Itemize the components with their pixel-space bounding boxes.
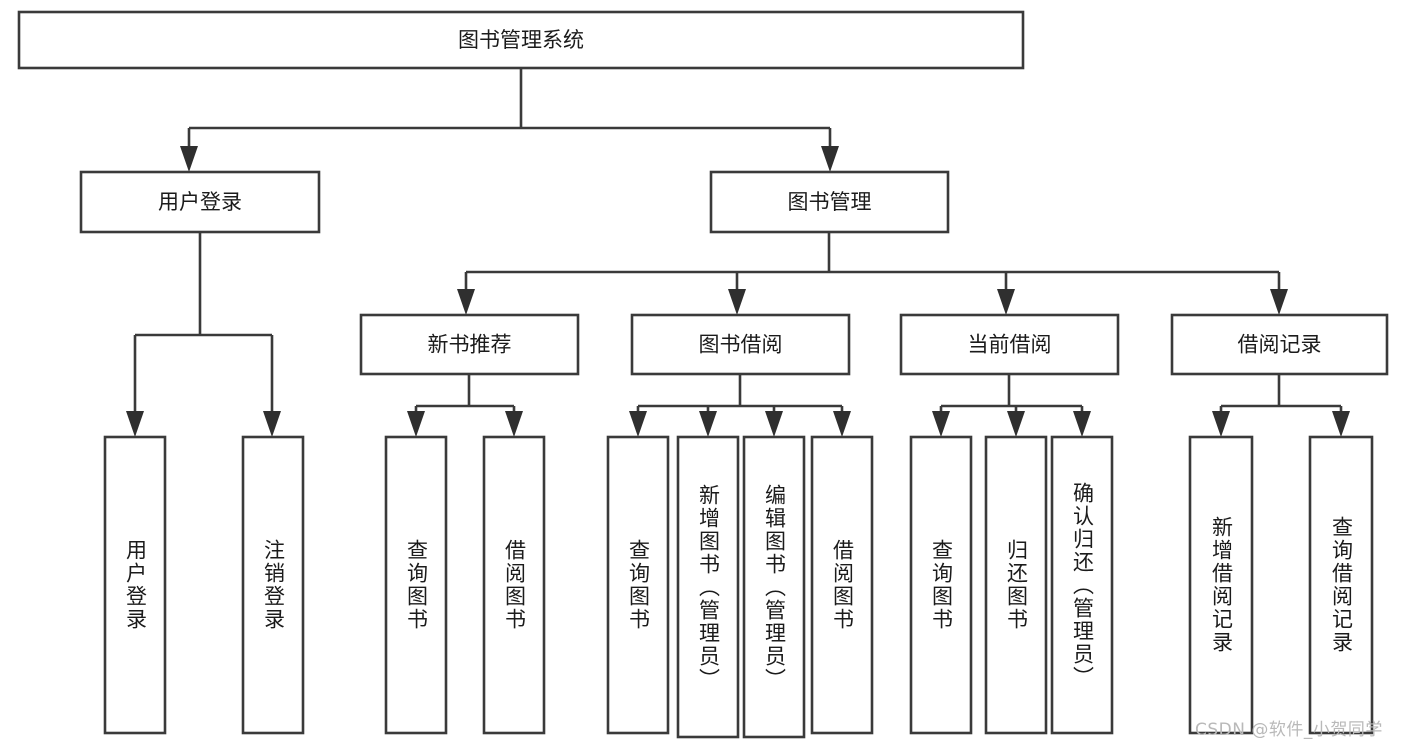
arrowhead-icon [407, 411, 425, 437]
connector-new-book-rec [407, 374, 523, 437]
node-box-leaf-query-book-3[interactable] [909, 435, 973, 735]
node-box-leaf-confirm-return[interactable] [1050, 435, 1114, 735]
node-box-new-book-rec[interactable] [359, 313, 580, 376]
node-box-leaf-add-book[interactable] [676, 435, 740, 739]
node-box-leaf-add-record[interactable] [1188, 435, 1254, 735]
arrowhead-icon [821, 146, 839, 172]
node-box-borrow-record[interactable] [1170, 313, 1389, 376]
node-box-book-borrow[interactable] [630, 313, 851, 376]
connector-borrow-record [1212, 374, 1350, 437]
arrowhead-icon [932, 411, 950, 437]
connector-current-borrow [932, 374, 1091, 437]
node-label-book-borrow: 图书借阅 [699, 333, 783, 357]
node-box-leaf-borrow-book-1[interactable] [482, 435, 546, 735]
connector-user-login [126, 232, 281, 437]
arrowhead-icon [833, 411, 851, 437]
node-label-new-book-rec: 新书推荐 [428, 333, 512, 357]
node-box-leaf-query-book-2[interactable] [606, 435, 670, 735]
arrowhead-icon [126, 411, 144, 437]
connectors-layer [126, 68, 1350, 437]
node-box-leaf-query-record[interactable] [1308, 435, 1374, 735]
node-label-current-borrow: 当前借阅 [968, 333, 1052, 357]
boxes-layer [17, 10, 1389, 739]
arrowhead-icon [699, 411, 717, 437]
arrowhead-icon [1212, 411, 1230, 437]
arrowhead-icon [1007, 411, 1025, 437]
arrowhead-icon [1073, 411, 1091, 437]
arrowhead-icon [263, 411, 281, 437]
node-box-user-login[interactable] [79, 170, 321, 234]
arrowhead-icon [997, 289, 1015, 315]
arrowhead-icon [180, 146, 198, 172]
arrowhead-icon [765, 411, 783, 437]
node-box-leaf-edit-book[interactable] [742, 435, 806, 739]
arrowhead-icon [1270, 289, 1288, 315]
node-box-leaf-return-book[interactable] [984, 435, 1048, 735]
connector-book-borrow [629, 374, 851, 437]
node-box-book-manage[interactable] [709, 170, 950, 234]
arrowhead-icon [457, 289, 475, 315]
node-box-leaf-query-book-1[interactable] [384, 435, 448, 735]
node-box-leaf-borrow-book-2[interactable] [810, 435, 874, 735]
connector-root [180, 68, 839, 172]
node-box-leaf-user-login[interactable] [103, 435, 167, 735]
arrowhead-icon [505, 411, 523, 437]
arrowhead-icon [728, 289, 746, 315]
node-label-book-manage: 图书管理 [788, 190, 872, 214]
csdn-watermark: CSDN @软件_小贺同学 [1195, 720, 1383, 740]
node-label-borrow-record: 借阅记录 [1238, 333, 1322, 357]
arrowhead-icon [1332, 411, 1350, 437]
node-box-root[interactable] [17, 10, 1025, 70]
arrowhead-icon [629, 411, 647, 437]
node-box-leaf-user-logout[interactable] [241, 435, 305, 735]
node-label-user-login: 用户登录 [158, 190, 242, 214]
node-box-current-borrow[interactable] [899, 313, 1120, 376]
node-label-root: 图书管理系统 [458, 28, 584, 52]
connector-book-manage [457, 232, 1288, 315]
